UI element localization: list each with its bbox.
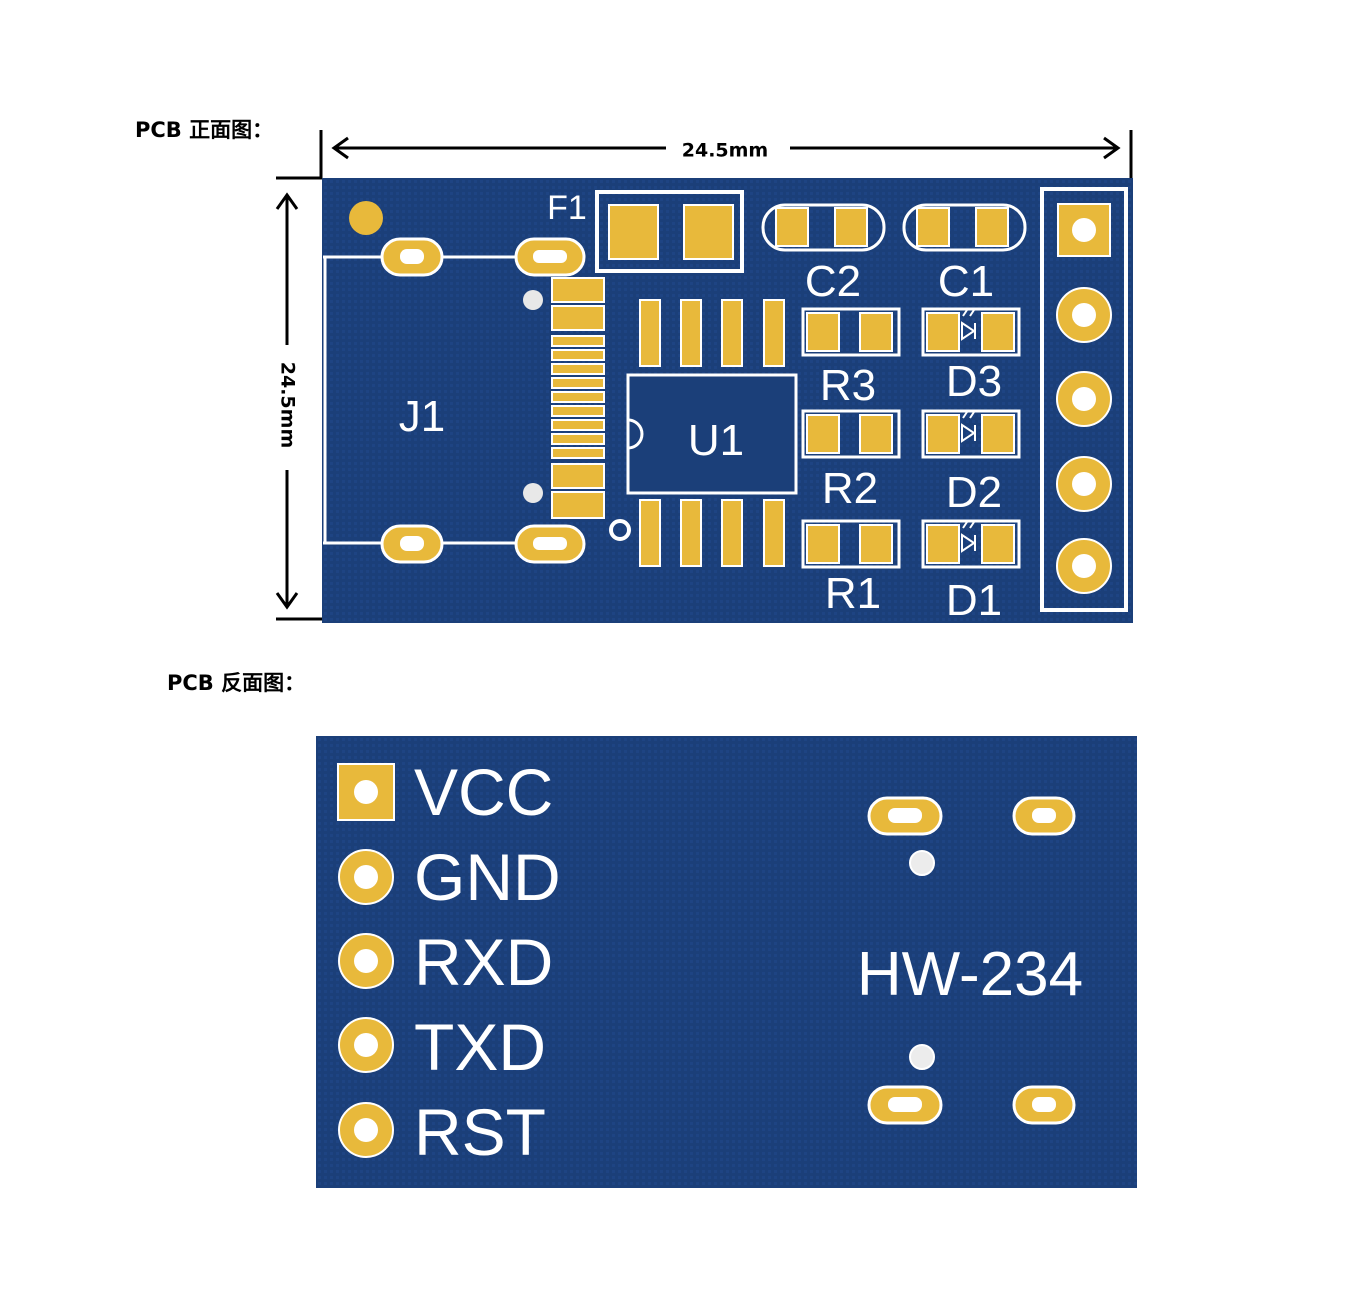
pin-label-vcc: VCC [414, 755, 553, 829]
pin-label-rst: RST [414, 1095, 546, 1169]
capacitor-c2 [761, 203, 886, 252]
usb-shield-pads [380, 237, 586, 564]
ic-u1-body [609, 373, 798, 541]
resistor-r2 [801, 409, 901, 459]
pin-header [1040, 187, 1128, 612]
back-usb-pads [867, 796, 1076, 1125]
pin-label-txd: TXD [414, 1010, 546, 1084]
model-label: HW-234 [857, 940, 1083, 1009]
label-c2: C2 [805, 257, 861, 306]
led-d2 [921, 409, 1021, 459]
usb-signal-pads [551, 277, 605, 519]
label-c1: C1 [938, 257, 994, 306]
height-dimension-label: 24.5mm [277, 362, 299, 448]
resistor-r1 [801, 519, 901, 569]
pin-label-gnd: GND [414, 840, 561, 914]
pin-label-rxd: RXD [414, 925, 553, 999]
label-r1: R1 [825, 569, 881, 618]
back-pin-pads [337, 763, 395, 1158]
width-dimension-label: 24.5mm [682, 140, 768, 162]
front-view-title: PCB 正面图： [135, 118, 274, 142]
back-view-title: PCB 反面图： [167, 671, 306, 695]
resistor-r3 [801, 307, 901, 357]
led-d1 [921, 519, 1021, 569]
label-d1: D1 [946, 576, 1002, 625]
label-r3: R3 [820, 361, 876, 410]
capacitor-c1 [902, 203, 1027, 252]
label-u1: U1 [688, 416, 744, 465]
led-d3 [921, 307, 1021, 357]
usb-connector-j1 [323, 255, 519, 545]
label-d2: D2 [946, 468, 1002, 517]
label-d3: D3 [946, 357, 1002, 406]
fiducial-pad [349, 201, 383, 235]
label-f1: F1 [547, 189, 587, 227]
ic-u1-pins [639, 299, 785, 567]
pcb-back-board: VCC GND RXD TXD RST HW-234 [316, 736, 1137, 1188]
width-dimension [319, 130, 1133, 178]
height-dimension [275, 176, 322, 621]
pcb-front-board: J1 F1 C2 C1 [322, 178, 1133, 625]
label-j1: J1 [399, 392, 445, 441]
fuse-f1 [595, 190, 744, 273]
label-r2: R2 [822, 464, 878, 513]
